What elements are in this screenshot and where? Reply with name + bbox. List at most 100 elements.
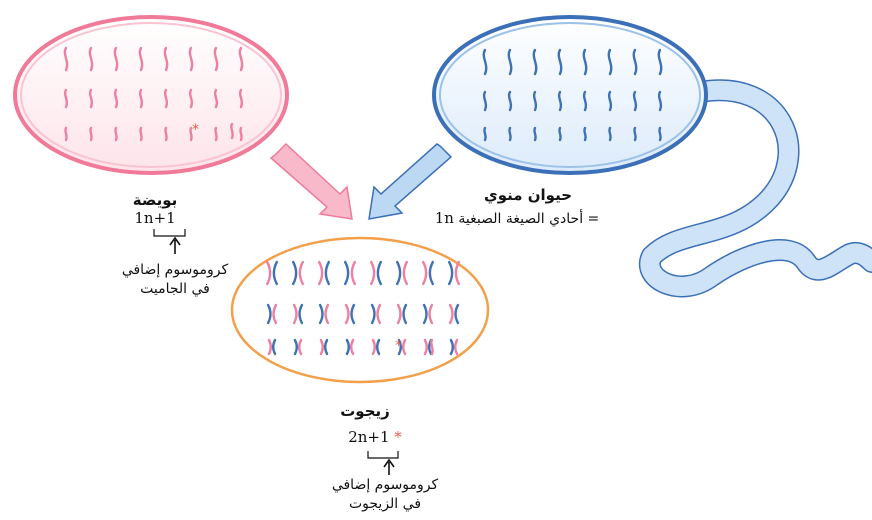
egg-chromosome: [64, 126, 68, 142]
zygote-chromosome: [430, 338, 434, 356]
sperm-title: حيوان منوي: [483, 186, 573, 204]
zygote-chromosome-right: [402, 260, 409, 286]
egg-chromosome: [189, 126, 193, 142]
sperm-caption-symbol: 1n: [434, 209, 454, 227]
sperm-chromosome: [582, 90, 588, 112]
egg-chromosome: [214, 126, 218, 142]
egg-chromosome: [238, 88, 244, 109]
zygote-chromosome-right: [272, 303, 278, 325]
egg-chromosome: [88, 46, 94, 72]
sperm-chromosome: [607, 90, 613, 112]
zygote-chromosome-left: [343, 260, 350, 286]
zygote-chromosome-right: [402, 303, 408, 325]
egg-chromosome: [63, 88, 69, 109]
sperm-chromosome: [582, 48, 588, 76]
sperm-caption-text: = أحادي الصيغة الصبغية: [458, 211, 600, 227]
sperm-chromosome: [658, 126, 662, 142]
sperm-tail-inner: [640, 80, 872, 296]
sperm-chromosome: [633, 126, 637, 142]
zygote-chromosome-right: [350, 260, 357, 286]
zygote-chromosome-left: [447, 260, 454, 286]
egg-chromosome: [239, 126, 243, 142]
egg-chromosome: [213, 88, 219, 109]
sperm-chromosome: [657, 48, 663, 76]
egg-extra-chromosome-star: *: [192, 122, 199, 138]
zygote-chromosome-left: [448, 303, 454, 325]
egg-chromosome: [164, 126, 168, 142]
zygote-chromosome-left: [397, 338, 403, 356]
zygote-chromosome-right: [324, 260, 331, 286]
zygote-formula-star: *: [394, 428, 402, 446]
egg-chromosome: [139, 126, 143, 142]
sperm-chromosome: [482, 48, 488, 76]
zygote-chromosome-right: [350, 303, 356, 325]
zygote-chromosome-left: [265, 260, 272, 286]
zygote-chromosome-right: [401, 338, 407, 356]
egg-pointer-arrow: [169, 236, 181, 254]
sperm-chromosome: [608, 126, 612, 142]
zygote-chromosome-left: [292, 303, 298, 325]
zygote-pointer-arrow: [383, 458, 395, 475]
zygote-chromosome-left: [395, 260, 402, 286]
sperm-to-zygote-arrow: [368, 143, 453, 220]
zygote-chromosome-left: [266, 303, 272, 325]
egg-note-line1: كروموسوم إضافي: [121, 262, 229, 278]
zygote-chromosome-left: [423, 338, 429, 356]
sperm-chromosome: [557, 48, 563, 76]
zygote-chromosome-left: [293, 338, 299, 356]
zygote-chromosome-left: [319, 338, 325, 356]
egg-chromosome: [230, 122, 234, 140]
sperm-chromosome: [632, 48, 638, 76]
zygote-chromosome-right: [324, 303, 330, 325]
zygote-formula-text: 2n+1: [348, 428, 390, 446]
zygote-chromosome-right: [428, 260, 435, 286]
sperm-chromosome: [508, 126, 512, 142]
zygote-chromosome-left: [449, 338, 455, 356]
egg-chromosome-set: [63, 46, 244, 142]
zygote-chromosome-right: [454, 303, 460, 325]
egg-cell: [13, 15, 289, 175]
egg-note: كروموسوم إضافي في الجاميت: [95, 261, 255, 299]
zygote-chromosome-right: [349, 338, 355, 356]
zygote-chromosome-left: [267, 338, 273, 356]
egg-chromosome: [188, 46, 194, 72]
zygote-chromosome-left: [369, 260, 376, 286]
zygote-chromosome-right: [454, 260, 461, 286]
sperm-caption: 1n = أحادي الصيغة الصبغية: [402, 209, 632, 227]
zygote-note: كروموسوم إضافي في الزيجوت: [305, 476, 465, 514]
egg-bracket: [153, 229, 186, 237]
zygote-chromosome-left: [318, 303, 324, 325]
zygote-chromosome-right: [376, 260, 383, 286]
sperm-chromosome-set: [482, 48, 663, 142]
zygote-chromosome-left: [317, 260, 324, 286]
zygote-chromosome-right: [428, 303, 434, 325]
zygote-chromosome-left: [344, 303, 350, 325]
zygote-chromosome-right: [376, 303, 382, 325]
sperm-chromosome: [583, 126, 587, 142]
sperm-chromosome: [533, 126, 537, 142]
zygote-title: زيجوت: [340, 402, 390, 420]
egg-chromosome: [238, 46, 244, 72]
egg-chromosome: [138, 46, 144, 72]
zygote-extra-chromosome-star: *: [395, 338, 402, 354]
zygote-chromosome-right: [272, 260, 279, 286]
egg-chromosome: [113, 88, 119, 109]
sperm-chromosome: [532, 90, 538, 112]
zygote-chromosome-left: [345, 338, 351, 356]
zygote-chromosome-left: [396, 303, 402, 325]
egg-chromosome: [63, 46, 69, 72]
sperm-chromosome: [607, 48, 613, 76]
zygote-note-line2: في الزيجوت: [348, 496, 422, 512]
sperm-head-inner-ring: [439, 22, 701, 168]
egg-chromosome: [213, 46, 219, 72]
egg-chromosome: [163, 46, 169, 72]
egg-chromosome: [113, 46, 119, 72]
egg-chromosome: [188, 88, 194, 109]
zygote-chromosome-left: [370, 303, 376, 325]
sperm-chromosome: [507, 48, 513, 76]
zygote-chromosome-left: [421, 260, 428, 286]
zygote-chromosome-right: [297, 338, 303, 356]
sperm-chromosome: [532, 48, 538, 76]
egg-formula: 1n+1: [134, 209, 176, 227]
